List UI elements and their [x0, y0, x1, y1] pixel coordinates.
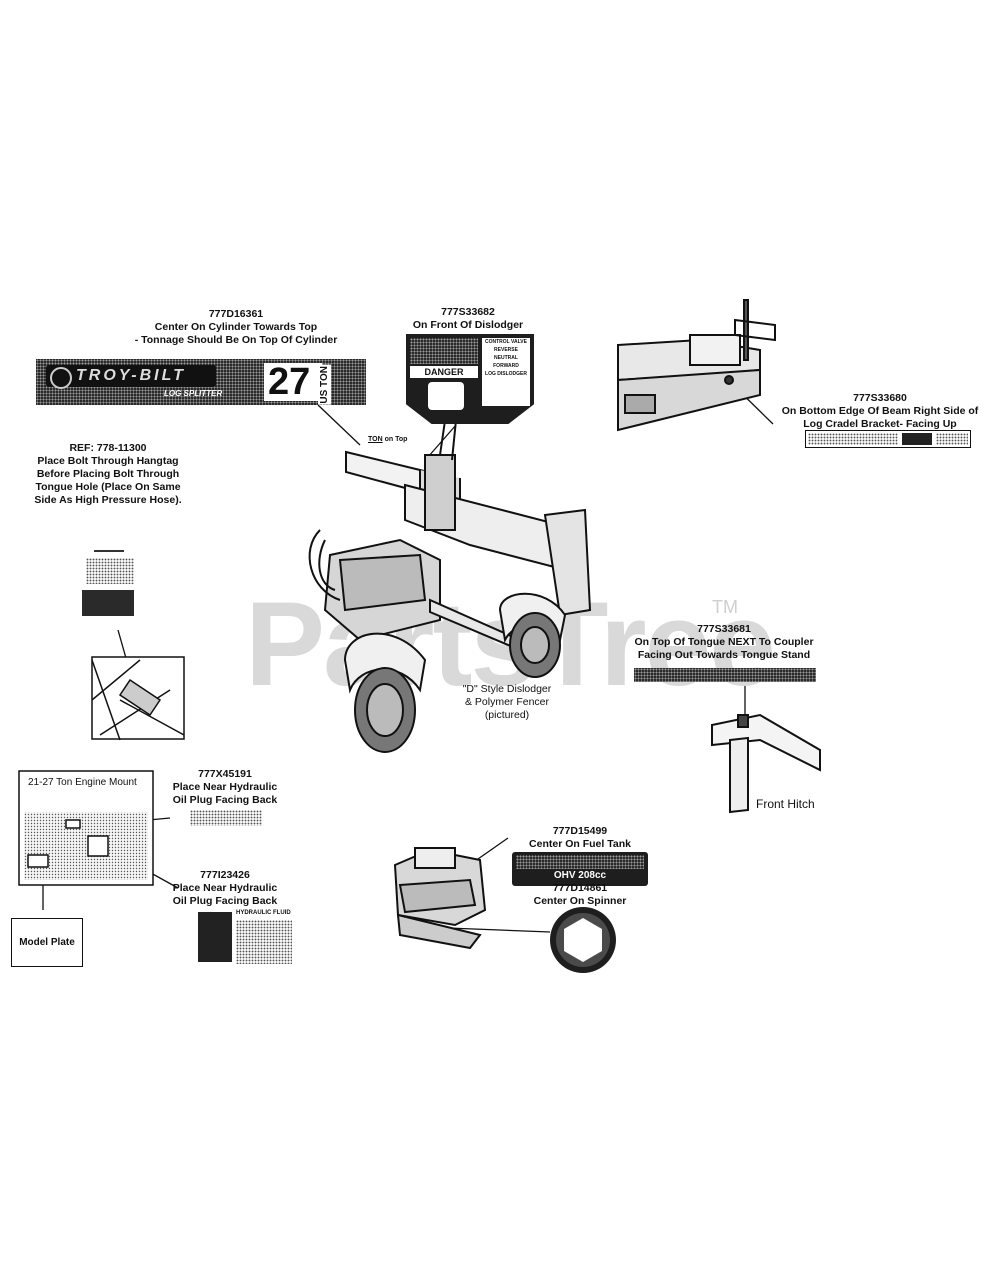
dislodger-caption-line1: "D" Style Dislodger — [462, 683, 552, 695]
tonnage-number: 27 — [268, 361, 311, 403]
hangtag-detail-drawing — [91, 656, 185, 741]
label-777s33681-line1: On Top Of Tongue NEXT To Coupler — [634, 636, 814, 648]
label-777i23426-part: 777I23426 — [200, 869, 250, 881]
ref-hangtag-line3: Before Placing Bolt Through — [36, 468, 180, 480]
label-777s33681-part: 777S33681 — [697, 623, 751, 635]
tonnage-decal: TROY-BILT LOG SPLITTER 27 US TON — [36, 359, 366, 405]
model-plate-box: Model Plate — [11, 918, 83, 967]
cv-dislodger: LOG DISLODGER — [485, 371, 527, 377]
oil-plug-decal-small — [190, 810, 262, 826]
beam-detail-drawing — [617, 299, 776, 432]
cv-forward: FORWARD — [493, 363, 519, 369]
hydraulic-fluid-title: HYDRAULIC FLUID — [236, 910, 291, 916]
label-777d16361-part: 777D16361 — [208, 308, 264, 320]
label-777d16361-line2: - Tonnage Should Be On Top Of Cylinder — [134, 334, 338, 346]
ref-hangtag-line4: Tongue Hole (Place On Same — [35, 481, 181, 493]
brand-sub: LOG SPLITTER — [164, 389, 223, 398]
label-777s33680-line2: Log Cradel Bracket- Facing Up — [803, 418, 957, 430]
label-777s33680-part: 777S33680 — [853, 392, 907, 404]
fuel-tank-decal: OHV 208cc — [512, 852, 648, 886]
log-splitter-drawing — [308, 399, 592, 753]
engine-detail-drawing — [393, 847, 487, 950]
label-777d14861-line1: Center On Spinner — [533, 895, 627, 907]
label-777x45191-line1: Place Near Hydraulic — [172, 781, 278, 793]
dislodger-caption-line3: (pictured) — [484, 709, 530, 721]
ref-hangtag-line2: Place Bolt Through Hangtag — [37, 455, 179, 467]
dislodger-decal: DANGER CONTROL VALVE REVERSE NEUTRAL FOR… — [406, 334, 534, 424]
label-777s33682-part: 777S33682 — [441, 306, 495, 318]
hand-warning-icon — [428, 382, 464, 410]
beam-decal — [805, 430, 971, 448]
engine-mount-drawing — [18, 770, 154, 886]
brand-logo-icon — [50, 367, 72, 389]
label-777s33681-line2: Facing Out Towards Tongue Stand — [637, 649, 811, 661]
front-hitch-label: Front Hitch — [756, 797, 815, 811]
brand-text: TROY-BILT — [76, 367, 186, 384]
label-777i23426-line2: Oil Plug Facing Back — [172, 895, 278, 907]
tongue-decal — [634, 668, 816, 682]
hydraulic-fluid-decal: HYDRAULIC FLUID — [196, 910, 294, 970]
ref-hangtag-line1: REF: 778-11300 — [69, 442, 147, 454]
fuel-ohv-text: OHV 208cc — [553, 870, 607, 881]
control-valve-title: CONTROL VALVE — [485, 339, 527, 345]
danger-word: DANGER — [410, 366, 478, 378]
dislodger-caption-line2: & Polymer Fencer — [464, 696, 550, 708]
hangtag-image — [80, 540, 138, 630]
label-777x45191-part: 777X45191 — [198, 768, 252, 780]
cv-reverse: REVERSE — [494, 347, 518, 353]
label-777d15499-line1: Center On Fuel Tank — [529, 838, 631, 850]
label-777d14861-part: 777D14861 — [552, 882, 608, 894]
spinner-decal — [550, 907, 616, 973]
label-777x45191-line2: Oil Plug Facing Back — [172, 794, 278, 806]
tonnage-unit: US TON — [318, 365, 331, 405]
label-777s33680-line1: On Bottom Edge Of Beam Right Side of — [781, 405, 979, 417]
label-777d16361-line1: Center On Cylinder Towards Top — [154, 321, 318, 333]
label-777i23426-line1: Place Near Hydraulic — [172, 882, 278, 894]
ton-on-top-label: TON on Top — [368, 436, 408, 443]
model-plate-label: Model Plate — [19, 937, 75, 948]
front-hitch-drawing — [711, 713, 821, 814]
engine-mount-title: 21-27 Ton Engine Mount — [28, 777, 137, 788]
ref-hangtag-line5: Side As High Pressure Hose). — [34, 494, 182, 506]
trademark-symbol: TM — [712, 597, 738, 617]
label-777s33682-line1: On Front Of Dislodger — [412, 319, 524, 331]
label-777d15499-part: 777D15499 — [552, 825, 608, 837]
cv-neutral: NEUTRAL — [494, 355, 518, 361]
